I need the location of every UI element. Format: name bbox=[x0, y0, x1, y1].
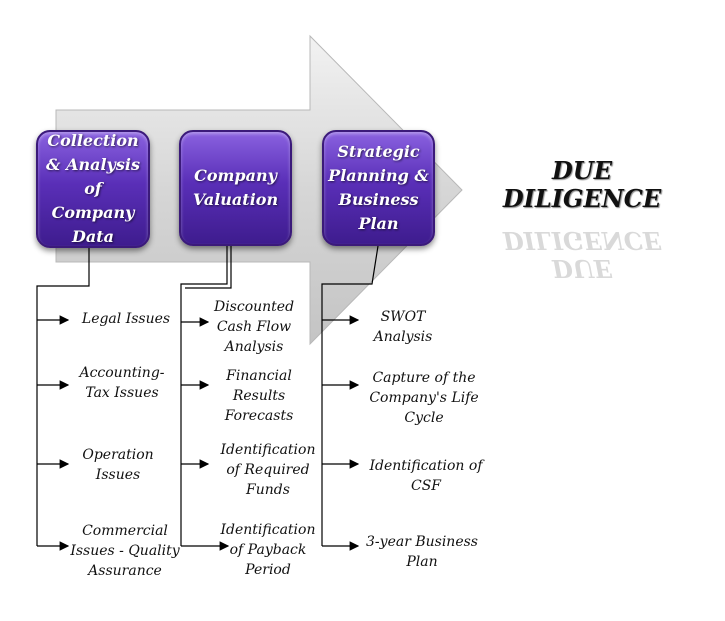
stage-label: Company Valuation bbox=[192, 166, 279, 209]
stage-3-item: SWOT Analysis bbox=[373, 309, 433, 345]
stage-2-item: Financial Results Forecasts bbox=[224, 368, 294, 424]
connectors-stage-1 bbox=[36, 246, 90, 551]
stage-1-item: Operation Issues bbox=[82, 447, 154, 483]
stage-box-collection-analysis: Collection & Analysis of Company Data bbox=[36, 130, 150, 248]
stage-3-item: Identification of CSF bbox=[369, 458, 483, 494]
stage-1-item: Accounting- Tax Issues bbox=[79, 365, 165, 401]
diagram-title: DUE DILIGENCE bbox=[502, 156, 662, 213]
stage-label: Collection & Analysis of Company Data bbox=[46, 131, 140, 246]
connectors-stage-3 bbox=[321, 245, 379, 551]
stage-2-item: Identification of Required Funds bbox=[220, 442, 316, 498]
stage-3-item: Capture of the Company's Life Cycle bbox=[369, 370, 479, 426]
stage-2-item: Identification of Payback Period bbox=[220, 522, 316, 578]
stage-box-strategic-planning: Strategic Planning & Business Plan bbox=[322, 130, 435, 246]
stage-2-item: Discounted Cash Flow Analysis bbox=[213, 299, 295, 355]
stage-3-item: 3-year Business Plan bbox=[366, 534, 478, 570]
stage-label: Strategic Planning & Business Plan bbox=[328, 142, 429, 233]
stage-1-item: Commercial Issues - Quality Assurance bbox=[70, 523, 180, 579]
connectors-stage-2 bbox=[180, 246, 232, 551]
diagram-title-reflection: DUE DILIGENCE bbox=[502, 226, 662, 283]
stage-1-item: Legal Issues bbox=[81, 311, 171, 327]
stage-box-company-valuation: Company Valuation bbox=[179, 130, 292, 246]
